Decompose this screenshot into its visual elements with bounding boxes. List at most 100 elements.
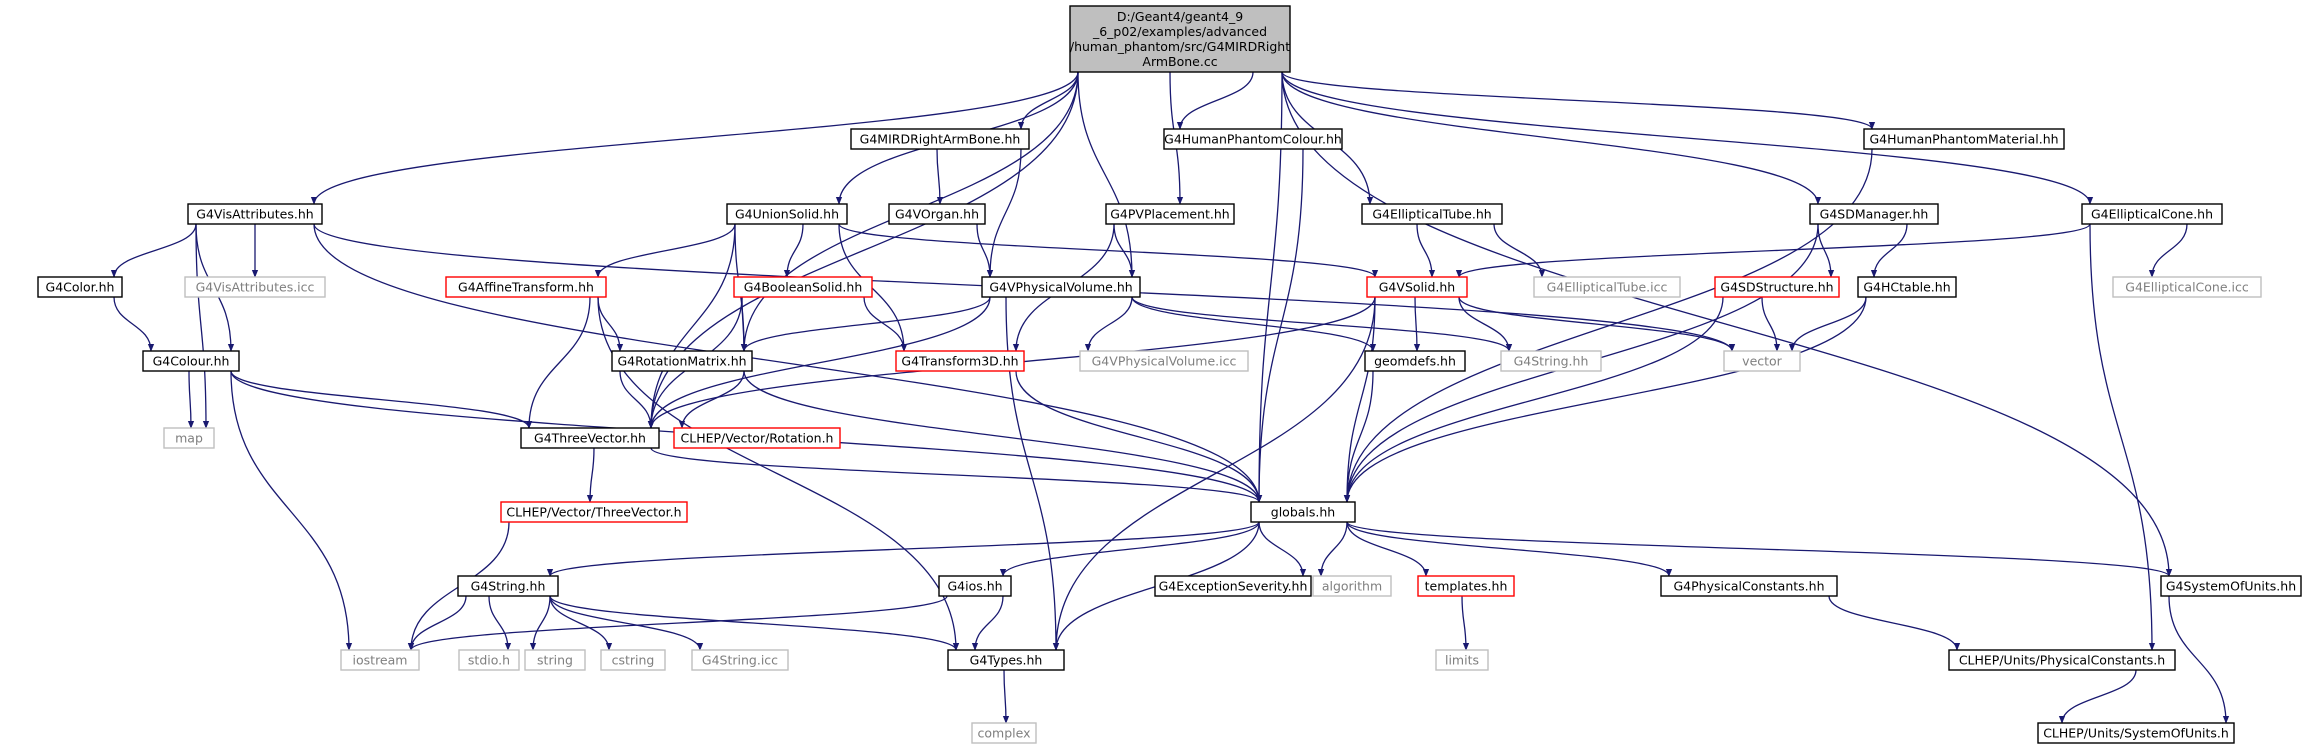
node-colour[interactable]: G4Colour.hh xyxy=(142,350,240,372)
node-g4string[interactable]: G4String.hh xyxy=(457,575,559,597)
edge xyxy=(1077,71,1136,278)
edge xyxy=(743,370,1263,503)
node-geomdefs[interactable]: geomdefs.hh xyxy=(1364,350,1466,372)
node-box-rotmat xyxy=(611,350,753,372)
edge-vsolid-to-vector xyxy=(1458,296,1736,352)
edge xyxy=(647,223,736,429)
edge-union-to-boolsolid xyxy=(783,223,804,278)
node-stringicc: G4String.icc xyxy=(691,649,789,671)
node-g4ios[interactable]: G4ios.hh xyxy=(938,575,1012,597)
node-box-map xyxy=(163,427,215,449)
edge xyxy=(1413,296,1421,352)
node-phmat[interactable]: G4HumanPhantomMaterial.hh xyxy=(1863,128,2065,150)
edge xyxy=(1015,370,1263,503)
node-box-cleprot xyxy=(673,427,841,449)
edge xyxy=(230,370,533,429)
edge-root-to-armbone xyxy=(1017,71,1079,130)
edge xyxy=(1343,296,1867,503)
edge xyxy=(1084,296,1133,352)
node-affine[interactable]: G4AffineTransform.hh xyxy=(445,276,607,298)
node-ellcone[interactable]: G4EllipticalCone.hh xyxy=(2081,203,2223,225)
node-label-g4string: G4String.hh xyxy=(471,579,546,594)
edge-colour-to-iostream xyxy=(230,370,353,651)
edge xyxy=(1828,595,1961,651)
node-box-sysunits xyxy=(2160,575,2302,597)
node-label-g4ios: G4ios.hh xyxy=(947,579,1002,594)
node-sdman[interactable]: G4SDManager.hh xyxy=(1809,203,1939,225)
node-elltube[interactable]: G4EllipticalTube.hh xyxy=(1361,203,1503,225)
root-node: D:/Geant4/geant4_9 _6_p02/examples/advan… xyxy=(1069,5,1291,73)
node-phcolour[interactable]: G4HumanPhantomColour.hh xyxy=(1163,128,1343,150)
node-clepthree[interactable]: CLHEP/Vector/ThreeVector.h xyxy=(500,501,688,523)
node-box-stringicc xyxy=(691,649,789,671)
node-sysunits[interactable]: G4SystemOfUnits.hh xyxy=(2160,575,2302,597)
node-box-clepthree xyxy=(500,501,688,523)
node-box-ellconeicc xyxy=(2112,276,2262,298)
node-box-iostream xyxy=(340,649,420,671)
edge xyxy=(1176,71,1254,130)
node-vphys[interactable]: G4VPhysicalVolume.hh xyxy=(981,276,1141,298)
root-label-line-4: ArmBone.cc xyxy=(1142,54,1217,69)
node-box-transf xyxy=(895,350,1025,372)
node-label-affine: G4AffineTransform.hh xyxy=(458,280,594,295)
node-box-threevec xyxy=(520,427,660,449)
node-types[interactable]: G4Types.hh xyxy=(947,649,1065,671)
node-box-vsolid xyxy=(1366,276,1468,298)
node-clhepphys[interactable]: CLHEP/Units/PhysicalConstants.h xyxy=(1948,649,2176,671)
edge-hctable-to-globals xyxy=(1343,296,1867,503)
edge xyxy=(1317,521,1348,577)
node-templates[interactable]: templates.hh xyxy=(1417,575,1515,597)
node-box-affine xyxy=(445,276,607,298)
node-label-vsolid: G4VSolid.hh xyxy=(1379,280,1455,295)
node-clhepsys[interactable]: CLHEP/Units/SystemOfUnits.h xyxy=(2037,722,2235,744)
node-visattr[interactable]: G4VisAttributes.hh xyxy=(187,203,323,225)
node-vsolid[interactable]: G4VSolid.hh xyxy=(1366,276,1468,298)
node-box-elltube xyxy=(1361,203,1503,225)
node-color[interactable]: G4Color.hh xyxy=(37,276,123,298)
edge xyxy=(546,521,1260,577)
node-vorgan[interactable]: G4VOrgan.hh xyxy=(888,203,986,225)
edge-g4string-to-types xyxy=(549,595,960,651)
node-boolsolid[interactable]: G4BooleanSolid.hh xyxy=(733,276,873,298)
edge-transf-to-globals xyxy=(1015,370,1263,503)
node-threevec[interactable]: G4ThreeVector.hh xyxy=(520,427,660,449)
node-excsev[interactable]: G4ExceptionSeverity.hh xyxy=(1154,575,1312,597)
node-cleprot[interactable]: CLHEP/Vector/Rotation.h xyxy=(673,427,841,449)
node-pvplace[interactable]: G4PVPlacement.hh xyxy=(1105,203,1235,225)
node-label-phmat: G4HumanPhantomMaterial.hh xyxy=(1869,132,2058,147)
node-box-clhepphys xyxy=(1948,649,2176,671)
node-transf[interactable]: G4Transform3D.hh xyxy=(895,350,1025,372)
edge-globals-to-templates xyxy=(1346,521,1430,577)
edge-union-to-affine xyxy=(594,223,736,278)
node-label-sdman: G4SDManager.hh xyxy=(1820,207,1929,222)
edge-ellcone-to-clhepphys xyxy=(2089,223,2156,651)
node-box-cstring xyxy=(600,649,666,671)
node-iostream: iostream xyxy=(340,649,420,671)
node-sdstruct[interactable]: G4SDStructure.hh xyxy=(1714,276,1840,298)
node-physconst[interactable]: G4PhysicalConstants.hh xyxy=(1660,575,1838,597)
node-label-iostream: iostream xyxy=(353,653,408,668)
edge xyxy=(230,370,353,651)
node-layer: D:/Geant4/geant4_9 _6_p02/examples/advan… xyxy=(37,5,2302,744)
node-rotmat[interactable]: G4RotationMatrix.hh xyxy=(611,350,753,372)
edge-elltube-to-vsolid xyxy=(1416,223,1436,278)
node-box-g4ios xyxy=(938,575,1012,597)
edge xyxy=(1281,71,2173,577)
edge-colour-to-threevec xyxy=(230,370,533,429)
node-box-types xyxy=(947,649,1065,671)
node-globals[interactable]: globals.hh xyxy=(1250,501,1356,523)
edge xyxy=(1343,370,1374,503)
node-armbone[interactable]: G4MIRDRightArmBone.hh xyxy=(850,128,1030,150)
node-union[interactable]: G4UnionSolid.hh xyxy=(726,203,848,225)
edge xyxy=(195,223,210,429)
edge-clhepphys-to-clhepsys xyxy=(2058,669,2137,724)
edge xyxy=(1493,223,1546,278)
node-hctable[interactable]: G4HCtable.hh xyxy=(1857,276,1957,298)
node-label-armbone: G4MIRDRightArmBone.hh xyxy=(860,132,1021,147)
edge xyxy=(1346,521,1673,577)
node-box-hctable xyxy=(1857,276,1957,298)
node-box-g4string_top xyxy=(1500,350,1602,372)
edge-root-to-sdman xyxy=(1281,71,1822,205)
edge-armbone-to-vphys xyxy=(986,148,1022,278)
node-label-sdstruct: G4SDStructure.hh xyxy=(1720,280,1833,295)
